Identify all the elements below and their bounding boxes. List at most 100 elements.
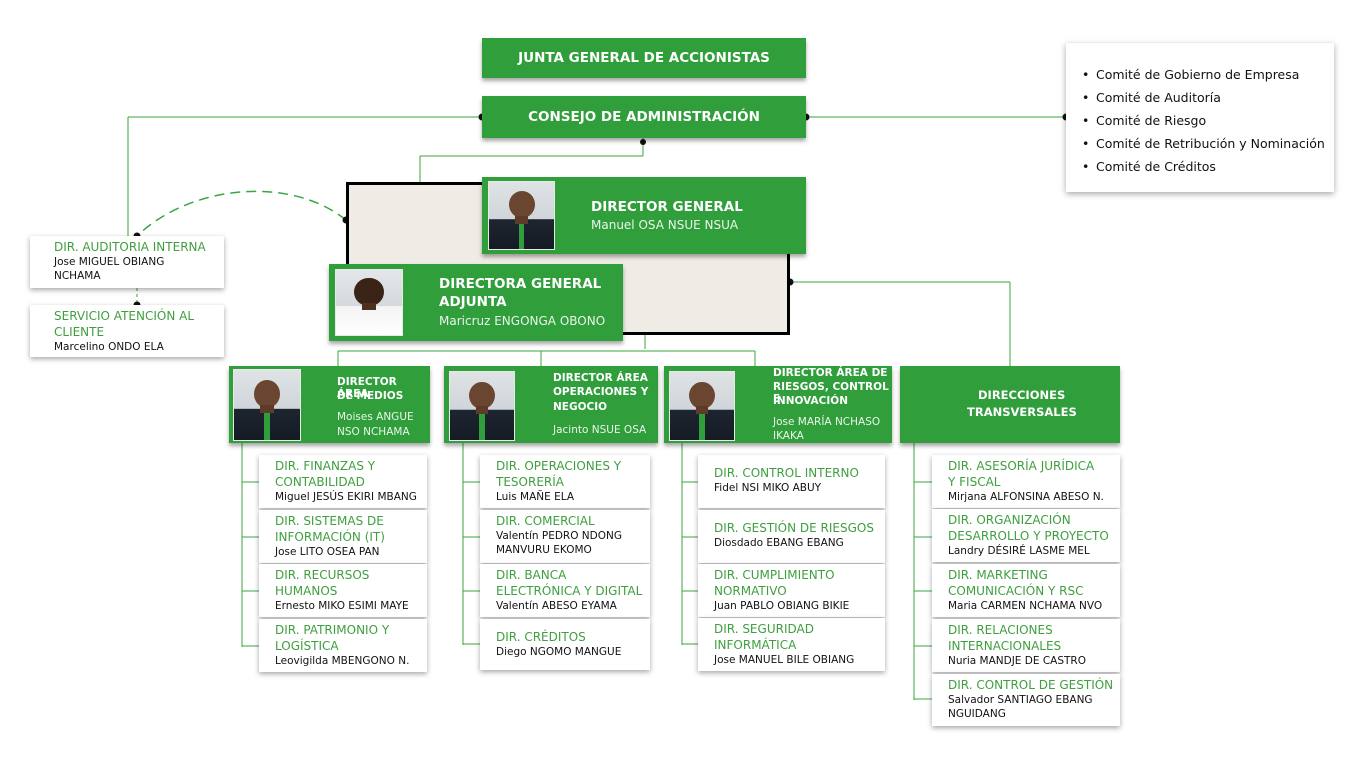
area-title: DIRECTOR ÁREA DE xyxy=(773,367,888,379)
unit-name: Miguel JESÚS EKIRI MBANG xyxy=(275,491,417,503)
unit-name: Mirjana ALFONSINA ABESO N. xyxy=(948,491,1104,503)
unit-name: Marcelino ONDO ELA xyxy=(54,341,164,353)
area-title: DE MEDIOS xyxy=(337,390,404,402)
unit-title: CLIENTE xyxy=(54,325,105,339)
area-head-name: NSO NCHAMA xyxy=(337,426,410,438)
unit-name: Valentín PEDRO NDONG xyxy=(496,530,623,542)
unit-title: TESORERÍA xyxy=(496,475,564,489)
unit-box-banca-electronica: DIR. BANCA ELECTRÓNICA Y DIGITAL Valentí… xyxy=(480,564,650,617)
unit-box-gestion-riesgos: DIR. GESTIÓN DE RIESGOS Diosdado EBANG E… xyxy=(698,510,885,563)
area-head-name: Moises ANGUE xyxy=(337,411,414,423)
committee-item: •Comité de Riesgo xyxy=(1082,113,1207,128)
area-medios-box: DIRECTOR ÁREA DE MEDIOS Moises ANGUE NSO… xyxy=(229,366,430,443)
directora-adjunta-photo xyxy=(335,269,403,336)
junta-general-box: JUNTA GENERAL DE ACCIONISTAS xyxy=(482,38,806,78)
unit-title: DIR. CRÉDITOS xyxy=(496,630,586,644)
unit-title: DIR. OPERACIONES Y xyxy=(496,459,622,473)
unit-title: INFORMÁTICA xyxy=(714,638,797,652)
area-title: TRANSVERSALES xyxy=(967,405,1077,419)
unit-title: DESARROLLO Y PROYECTO xyxy=(948,529,1109,543)
unit-name: Leovigilda MBENGONO N. xyxy=(275,655,410,667)
directora-adjunta-title-line2: ADJUNTA xyxy=(439,294,507,310)
area-title: OPERACIONES Y xyxy=(553,386,649,398)
unit-title: DIR. CUMPLIMIENTO xyxy=(714,568,835,582)
consejo-administracion-box: CONSEJO DE ADMINISTRACIÓN xyxy=(482,96,806,138)
unit-box-relaciones-internacionales: DIR. RELACIONES INTERNACIONALES Nuria MA… xyxy=(932,619,1120,672)
area-riesgos-box: DIRECTOR ÁREA DE RIESGOS, CONTROL E INNO… xyxy=(664,366,892,443)
area-title: RIESGOS, CONTROL E xyxy=(773,381,889,405)
unit-title: DIR. MARKETING xyxy=(948,568,1048,582)
unit-box-patrimonio: DIR. PATRIMONIO Y LOGÍSTICA Leovigilda M… xyxy=(259,619,427,672)
area-operaciones-box: DIRECTOR ÁREA OPERACIONES Y NEGOCIO Jaci… xyxy=(444,366,658,443)
area-operaciones-photo xyxy=(449,371,515,441)
unit-box-comercial: DIR. COMERCIAL Valentín PEDRO NDONG MANV… xyxy=(480,510,650,563)
unit-name: Ernesto MIKO ESIMI MAYE xyxy=(275,600,409,612)
directora-adjunta-title-line1: DIRECTORA GENERAL xyxy=(439,276,602,292)
unit-box-seguridad: DIR. SEGURIDAD INFORMÁTICA Jose MANUEL B… xyxy=(698,618,885,671)
unit-title: DIR. CONTROL DE GESTIÓN xyxy=(948,678,1114,692)
unit-name: NCHAMA xyxy=(54,270,101,282)
unit-title: INTERNACIONALES xyxy=(948,639,1062,653)
unit-box-creditos: DIR. CRÉDITOS Diego NGOMO MANGUE xyxy=(480,619,650,670)
unit-title: INFORMACIÓN (IT) xyxy=(275,530,385,544)
directora-adjunta-name: Maricruz ENGONGA OBONO xyxy=(439,314,606,328)
area-head-name: Jacinto NSUE OSA xyxy=(553,424,647,436)
unit-name: Juan PABLO OBIANG BIKIE xyxy=(714,600,850,612)
unit-title: DIR. ASESORÍA JURÍDICA xyxy=(948,459,1095,473)
unit-title: DIR. FINANZAS Y xyxy=(275,459,376,473)
auditoria-interna-box: DIR. AUDITORIA INTERNA Jose MIGUEL OBIAN… xyxy=(30,236,224,288)
unit-title: SERVICIO ATENCIÓN AL xyxy=(54,309,195,323)
unit-name: Luis MAÑE ELA xyxy=(496,491,575,503)
unit-title: COMUNICACIÓN Y RSC xyxy=(948,584,1084,598)
unit-name: Landry DÉSIRÉ LASME MEL xyxy=(948,545,1090,557)
unit-title: DIR. RECURSOS xyxy=(275,568,370,582)
atencion-cliente-box: SERVICIO ATENCIÓN AL CLIENTE Marcelino O… xyxy=(30,305,224,357)
unit-name: NGUIDANG xyxy=(948,708,1006,720)
unit-box-operaciones: DIR. OPERACIONES Y TESORERÍA Luis MAÑE E… xyxy=(480,455,650,508)
unit-box-control-interno: DIR. CONTROL INTERNO Fidel NSI MIKO ABUY xyxy=(698,455,885,508)
unit-title: NORMATIVO xyxy=(714,584,787,598)
area-title: DIRECTOR ÁREA xyxy=(337,376,397,400)
unit-title: DIR. AUDITORIA INTERNA xyxy=(54,240,206,254)
unit-name: Jose MIGUEL OBIANG xyxy=(54,256,165,268)
committee-item: •Comité de Auditoría xyxy=(1082,90,1221,105)
unit-title: DIR. COMERCIAL xyxy=(496,514,595,528)
unit-title: DIR. BANCA xyxy=(496,568,567,582)
unit-name: Fidel NSI MIKO ABUY xyxy=(714,482,822,494)
unit-title: ELECTRÓNICA Y DIGITAL xyxy=(496,584,643,598)
area-title: DIRECTOR ÁREA xyxy=(553,372,648,384)
unit-title: Y FISCAL xyxy=(948,475,1001,489)
unit-title: DIR. ORGANIZACIÓN xyxy=(948,513,1071,527)
unit-name: Jose MANUEL BILE OBIANG xyxy=(714,654,855,666)
directora-adjunta-box: DIRECTORA GENERAL ADJUNTA Maricruz ENGON… xyxy=(329,264,623,341)
unit-title: DIR. RELACIONES xyxy=(948,623,1053,637)
unit-box-organizacion: DIR. ORGANIZACIÓN DESARROLLO Y PROYECTO … xyxy=(932,509,1120,562)
area-head-name: Jose MARÍA NCHASO xyxy=(773,416,881,428)
committee-item: •Comité de Retribución y Nominación xyxy=(1082,136,1325,151)
unit-name: MANVURU EKOMO xyxy=(496,544,592,556)
committees-box: •Comité de Gobierno de Empresa •Comité d… xyxy=(1066,43,1334,192)
area-title: NEGOCIO xyxy=(553,401,608,413)
unit-name: Maria CARMEN NCHAMA NVO xyxy=(948,600,1103,612)
unit-name: Nuria MANDJE DE CASTRO xyxy=(948,655,1086,667)
unit-title: CONTABILIDAD xyxy=(275,475,365,489)
unit-name: Valentín ABESO EYAMA xyxy=(496,600,617,612)
unit-title: DIR. PATRIMONIO Y xyxy=(275,623,390,637)
unit-title: HUMANOS xyxy=(275,584,338,598)
director-general-title: DIRECTOR GENERAL xyxy=(591,199,743,215)
unit-title: DIR. CONTROL INTERNO xyxy=(714,466,859,480)
unit-title: DIR. SEGURIDAD xyxy=(714,622,814,636)
area-title: INNOVACIÓN xyxy=(773,395,848,407)
committee-item: •Comité de Gobierno de Empresa xyxy=(1082,67,1300,82)
unit-title: DIR. SISTEMAS DE xyxy=(275,514,384,528)
consejo-administracion-label: CONSEJO DE ADMINISTRACIÓN xyxy=(528,109,760,125)
director-general-photo xyxy=(488,181,555,250)
unit-box-asesoria-juridica: DIR. ASESORÍA JURÍDICA Y FISCAL Mirjana … xyxy=(932,455,1120,508)
unit-title: LOGÍSTICA xyxy=(275,639,339,653)
unit-box-finanzas: DIR. FINANZAS Y CONTABILIDAD Miguel JESÚ… xyxy=(259,455,427,508)
unit-name: Salvador SANTIAGO EBANG xyxy=(948,694,1093,706)
unit-title: DIR. GESTIÓN DE RIESGOS xyxy=(714,521,874,535)
unit-box-rrhh: DIR. RECURSOS HUMANOS Ernesto MIKO ESIMI… xyxy=(259,564,427,617)
area-medios-photo xyxy=(233,369,301,441)
